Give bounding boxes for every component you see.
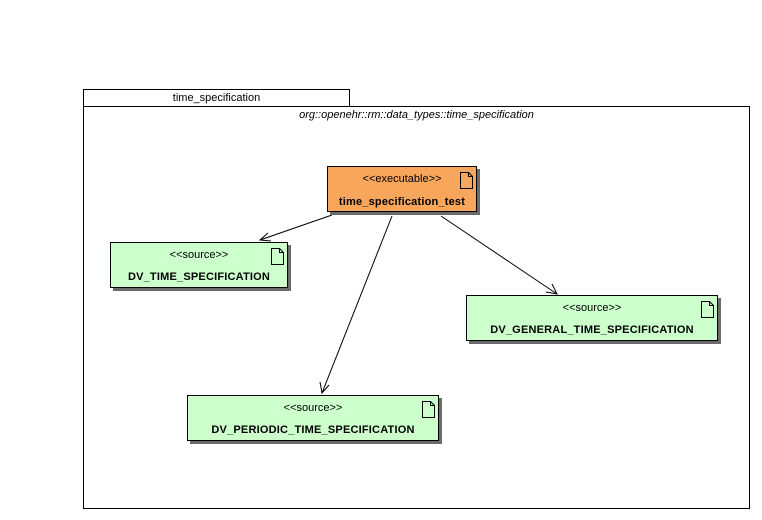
arrowhead-dv-general: [545, 283, 558, 295]
stereotype-label: <<source>>: [283, 402, 343, 414]
edge-test-to-dv-general: [440, 215, 558, 295]
stereotype-label: <<source>>: [169, 249, 229, 261]
node-dv-time-specification[interactable]: <<source>> DV_TIME_SPECIFICATION: [110, 242, 288, 288]
node-dv-general-time-specification[interactable]: <<source>> DV_GENERAL_TIME_SPECIFICATION: [466, 295, 718, 341]
document-icon: [271, 248, 284, 265]
stereotype-label: <<executable>>: [362, 173, 442, 185]
edge-test-to-dv-periodic: [321, 215, 393, 394]
node-name: DV_TIME_SPECIFICATION: [127, 271, 271, 283]
document-icon: [422, 401, 435, 418]
node-dv-periodic-time-specification[interactable]: <<source>> DV_PERIODIC_TIME_SPECIFICATIO…: [187, 395, 439, 441]
edge-test-to-dv-time: [259, 214, 333, 241]
document-icon: [701, 301, 714, 318]
node-name: DV_PERIODIC_TIME_SPECIFICATION: [211, 424, 415, 436]
arrowhead-dv-time: [258, 232, 272, 242]
stereotype-label: <<source>>: [562, 302, 622, 314]
package-path-label: org::openehr::rm::data_types::time_speci…: [299, 109, 534, 121]
node-time-specification-test[interactable]: <<executable>> time_specification_test: [327, 166, 477, 212]
arrowhead-dv-periodic: [319, 381, 330, 395]
document-icon: [460, 172, 473, 189]
node-name: DV_GENERAL_TIME_SPECIFICATION: [490, 324, 694, 336]
node-name: time_specification_test: [338, 196, 466, 208]
